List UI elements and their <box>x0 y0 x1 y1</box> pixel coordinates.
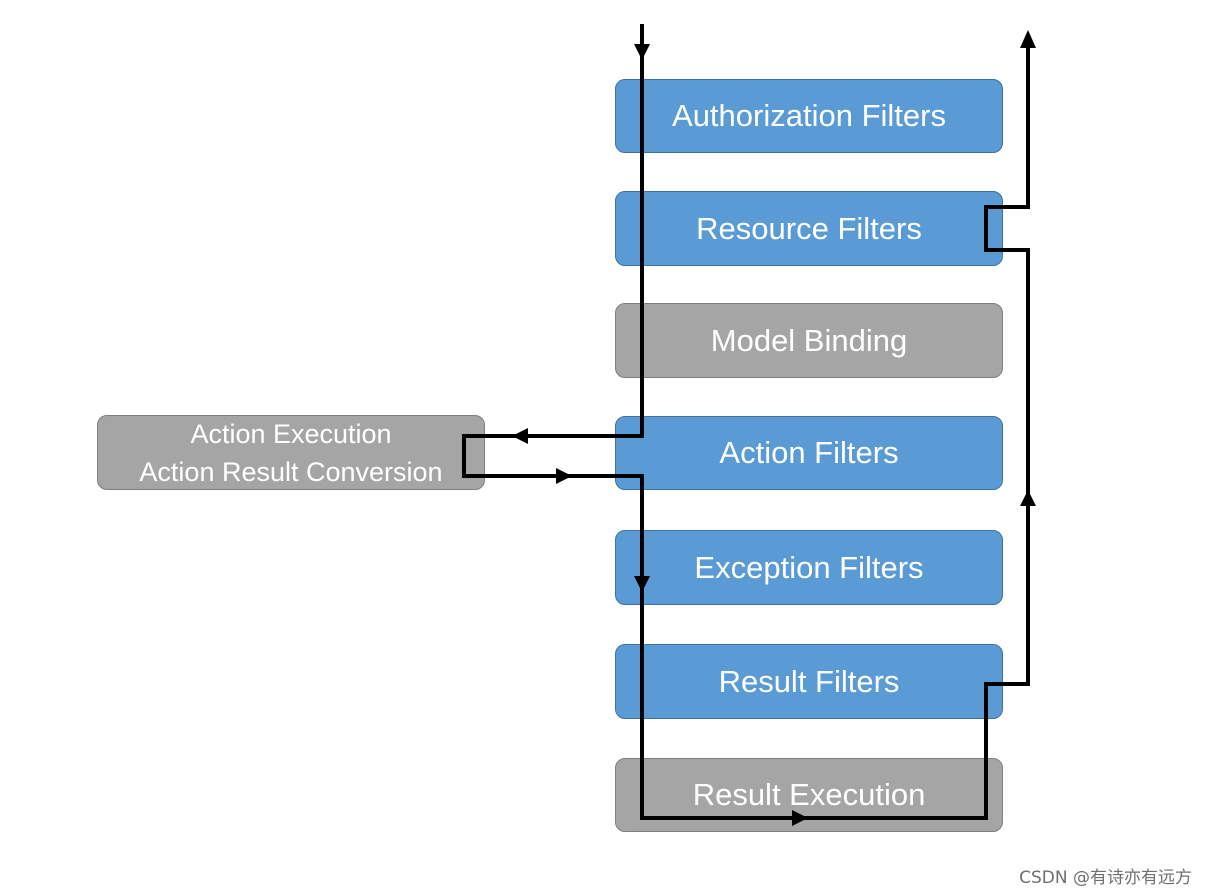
authorization-filters-box: Authorization Filters <box>615 79 1003 153</box>
action-result-conversion-label: Action Result Conversion <box>139 456 443 487</box>
arrow-right-out-of-action-execution <box>556 468 572 484</box>
result-execution-box: Result Execution <box>615 758 1003 832</box>
arrow-up-return <box>1020 490 1036 506</box>
authorization-filters-label: Authorization Filters <box>672 98 946 134</box>
resource-filters-label: Resource Filters <box>696 210 922 246</box>
action-execution-label: Action Execution <box>190 418 392 449</box>
model-binding-label: Model Binding <box>710 322 908 358</box>
result-filters-label: Result Filters <box>718 663 900 699</box>
action-filters-label: Action Filters <box>719 435 899 471</box>
arrow-down-top <box>634 44 650 60</box>
exception-filters-label: Exception Filters <box>694 549 924 585</box>
watermark-text: CSDN @有诗亦有远方 <box>1019 868 1192 888</box>
resource-filters-box: Resource Filters <box>615 191 1003 266</box>
result-filters-box: Result Filters <box>615 644 1003 719</box>
arrow-up-exit <box>1020 30 1036 48</box>
action-execution-box: Action Execution Action Result Conversio… <box>97 415 485 490</box>
exception-filters-box: Exception Filters <box>615 530 1003 605</box>
action-filters-box: Action Filters <box>615 416 1003 490</box>
model-binding-box: Model Binding <box>615 303 1003 378</box>
arrow-left-into-action-execution <box>512 428 528 444</box>
result-execution-label: Result Execution <box>692 777 926 813</box>
